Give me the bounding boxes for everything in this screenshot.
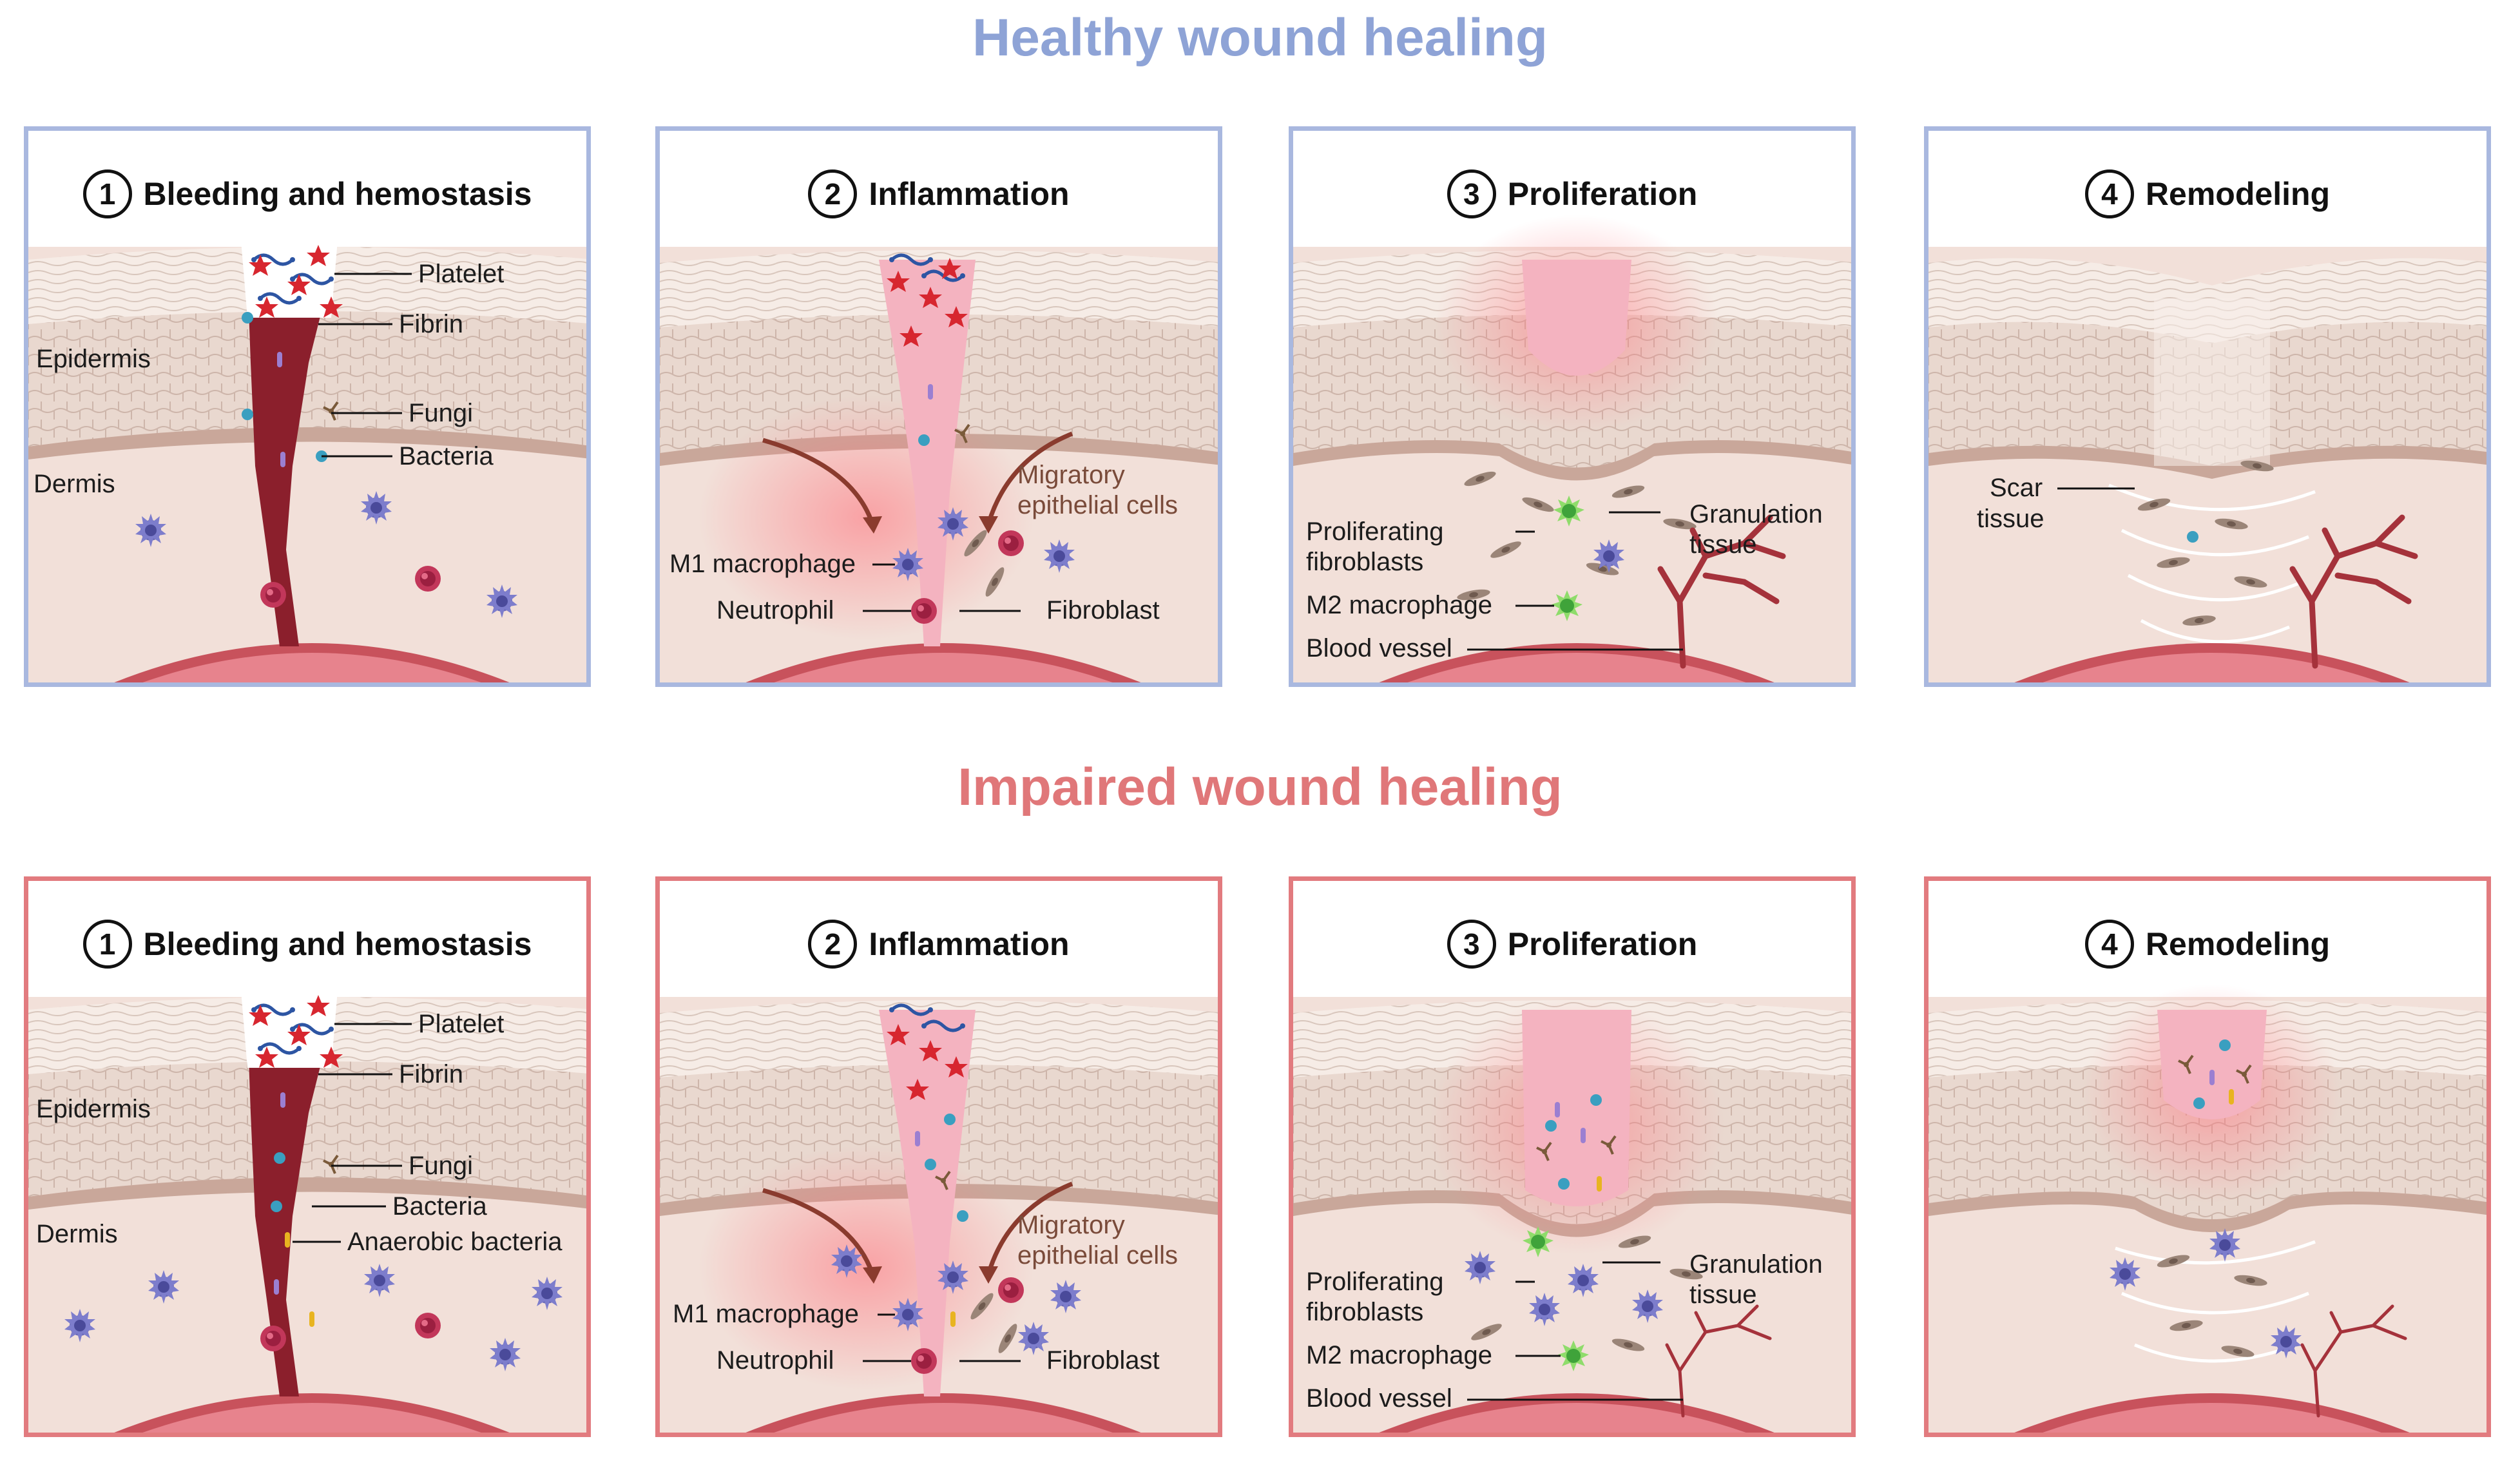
- label-scar-1: Scar: [1990, 474, 2043, 502]
- label-dermis: Dermis: [34, 470, 115, 498]
- label-platelet: Platelet: [418, 1010, 505, 1038]
- healthy-inflammation-scene: [660, 247, 1218, 682]
- label-fibrin: Fibrin: [399, 1060, 464, 1088]
- healthy-panel-proliferation: 3 Proliferation Proliferating fibroblasts…: [1289, 126, 1856, 687]
- step-number: 2: [808, 920, 858, 969]
- impaired-inflammation-scene: [660, 997, 1218, 1433]
- wound-bed: [879, 1010, 976, 1396]
- label-m2-macrophage: M2 macrophage: [1306, 591, 1493, 619]
- healthy-title: Healthy wound healing: [972, 8, 1548, 67]
- impaired-p2-title: 2 Inflammation: [660, 920, 1218, 969]
- label-m1-macrophage: M1 macrophage: [669, 550, 856, 578]
- clot: [247, 273, 331, 646]
- healthy-proliferation-scene: [1293, 215, 1851, 682]
- impaired-panel-inflammation: 2 Inflammation Migratory epithelial cells…: [655, 876, 1222, 1437]
- step-number: 3: [1447, 920, 1496, 969]
- label-m2-macrophage: M2 macrophage: [1306, 1341, 1493, 1369]
- blood-vessel-branch: [1657, 514, 1786, 669]
- label-epidermis: Epidermis: [36, 345, 151, 373]
- step-number: 4: [2084, 920, 2134, 969]
- step-number: 1: [82, 169, 132, 218]
- wound-bed: [1522, 260, 1631, 376]
- wound-bed: [2157, 1010, 2267, 1119]
- label-migratory-1: Migratory: [1017, 461, 1125, 489]
- healthy-p3-title: 3 Proliferation: [1293, 169, 1851, 218]
- step-number: 2: [808, 169, 858, 218]
- label-dermis: Dermis: [36, 1220, 118, 1248]
- step-title: Proliferation: [1507, 926, 1698, 962]
- label-granulation-1: Granulation: [1689, 1250, 1823, 1279]
- label-proliferating-2: fibroblasts: [1306, 548, 1424, 576]
- impaired-panel-remodeling: 4 Remodeling: [1924, 876, 2491, 1437]
- healthy-panel-remodeling: 4 Remodeling Scar tissue: [1924, 126, 2491, 687]
- blood-vessel-branch: [2300, 1304, 2407, 1418]
- label-m1-macrophage: M1 macrophage: [673, 1300, 860, 1328]
- impaired-remodeling-scene: [1928, 984, 2486, 1433]
- label-blood-vessel: Blood vessel: [1306, 1384, 1452, 1413]
- step-title: Proliferation: [1507, 176, 1698, 212]
- healthy-bleeding-scene: [28, 240, 586, 682]
- wound-bed: [879, 260, 976, 646]
- label-fungi: Fungi: [409, 1152, 474, 1180]
- impaired-p4-title: 4 Remodeling: [1928, 920, 2486, 969]
- label-neutrophil: Neutrophil: [717, 1346, 834, 1375]
- impaired-p1-title: 1 Bleeding and hemostasis: [28, 920, 586, 969]
- label-scar-2: tissue: [1977, 505, 2044, 533]
- impaired-panel-proliferation: 3 Proliferation Proliferating fibroblasts…: [1289, 876, 1856, 1437]
- label-migratory-2: epithelial cells: [1017, 1241, 1178, 1270]
- label-migratory-2: epithelial cells: [1017, 491, 1178, 519]
- impaired-panel-bleeding: 1 Bleeding and hemostasis Platelet Fibrin…: [24, 876, 591, 1437]
- healthy-p2-title: 2 Inflammation: [660, 169, 1218, 218]
- impaired-proliferation-scene: [1293, 997, 1851, 1433]
- label-fibroblast: Fibroblast: [1046, 596, 1160, 624]
- healthy-p4-title: 4 Remodeling: [1928, 169, 2486, 218]
- label-proliferating-1: Proliferating: [1306, 517, 1444, 546]
- impaired-title: Impaired wound healing: [957, 758, 1563, 816]
- step-title: Remodeling: [2145, 926, 2331, 962]
- label-blood-vessel: Blood vessel: [1306, 634, 1452, 662]
- step-number: 1: [82, 920, 132, 969]
- step-title: Bleeding and hemostasis: [143, 176, 532, 212]
- label-granulation-2: tissue: [1689, 530, 1757, 559]
- blood-vessel-branch: [2289, 514, 2418, 669]
- label-platelet: Platelet: [418, 260, 505, 288]
- wound-bed: [1522, 1010, 1631, 1206]
- clot: [247, 1023, 331, 1396]
- label-anaerobic-bacteria: Anaerobic bacteria: [347, 1228, 563, 1256]
- label-fungi: Fungi: [409, 399, 474, 427]
- label-proliferating-2: fibroblasts: [1306, 1298, 1424, 1326]
- label-neutrophil: Neutrophil: [717, 596, 834, 624]
- step-title: Inflammation: [869, 176, 1070, 212]
- label-bacteria: Bacteria: [399, 442, 494, 470]
- label-bacteria: Bacteria: [392, 1192, 487, 1221]
- step-title: Inflammation: [869, 926, 1070, 962]
- label-fibroblast: Fibroblast: [1046, 1346, 1160, 1375]
- healthy-panel-inflammation: 2 Inflammation Migratory epithelial cells…: [655, 126, 1222, 687]
- label-epidermis: Epidermis: [36, 1095, 151, 1123]
- label-proliferating-1: Proliferating: [1306, 1268, 1444, 1296]
- step-number: 4: [2084, 169, 2134, 218]
- label-migratory-1: Migratory: [1017, 1211, 1125, 1239]
- healthy-p1-title: 1 Bleeding and hemostasis: [28, 169, 586, 218]
- label-granulation-2: tissue: [1689, 1280, 1757, 1309]
- blood-vessel-branch: [1665, 1304, 1772, 1418]
- healthy-panel-bleeding: 1 Bleeding and hemostasis Platelet Fibrin…: [24, 126, 591, 687]
- label-granulation-1: Granulation: [1689, 500, 1823, 528]
- step-title: Remodeling: [2145, 176, 2331, 212]
- step-title: Bleeding and hemostasis: [143, 926, 532, 962]
- healthy-remodeling-scene: [1928, 247, 2486, 682]
- impaired-bleeding-scene: [28, 990, 586, 1433]
- step-number: 3: [1447, 169, 1496, 218]
- scar-tissue: [2108, 458, 2316, 644]
- impaired-p3-title: 3 Proliferation: [1293, 920, 1851, 969]
- label-fibrin: Fibrin: [399, 310, 464, 338]
- scar-tissue: [2115, 1240, 2316, 1363]
